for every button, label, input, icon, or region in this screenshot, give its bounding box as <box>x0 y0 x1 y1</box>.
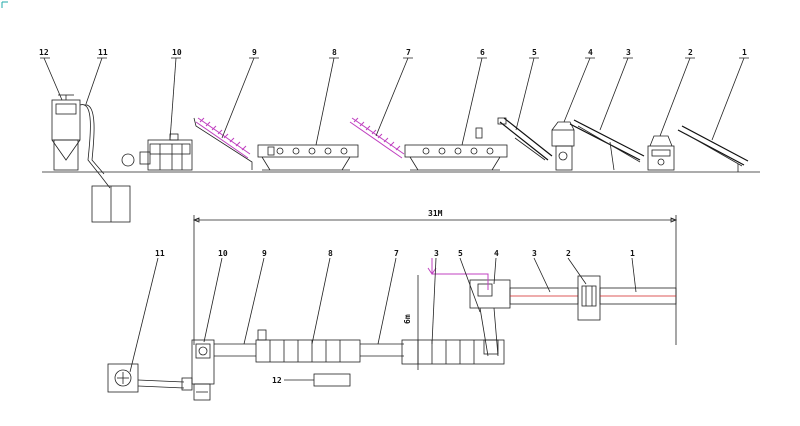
plan-label-3a: 3 <box>434 249 439 258</box>
plan-view: 31M 6m <box>107 209 678 401</box>
dim-width-label: 6m <box>403 314 412 324</box>
machine-2-shredder <box>647 135 675 171</box>
elev-label-8: 8 <box>332 48 337 57</box>
elev-label-4: 4 <box>588 48 593 57</box>
plan-shredder <box>577 275 601 321</box>
plan-silo <box>107 363 193 393</box>
machine-8-wash-tank <box>257 144 359 171</box>
plan-belt-conveyor-1 <box>599 287 677 305</box>
machine-10-dryer <box>139 133 193 171</box>
plan-crusher <box>427 258 511 357</box>
blower <box>121 153 135 167</box>
plan-box-12 <box>313 373 351 387</box>
plan-label-10: 10 <box>218 249 228 258</box>
elev-label-3: 3 <box>626 48 631 57</box>
elev-label-1: 1 <box>742 48 747 57</box>
elevation-view: 12 11 10 9 8 7 6 5 4 3 2 1 <box>39 48 760 223</box>
machine-7-screw-conveyor <box>349 117 405 159</box>
elev-label-9: 9 <box>252 48 257 57</box>
plan-label-11: 11 <box>155 249 165 258</box>
dimension-31m: 31M <box>192 209 678 345</box>
plan-screw-9 <box>214 343 256 357</box>
elev-label-10: 10 <box>172 48 182 57</box>
machine-1-belt-conveyor <box>677 125 749 172</box>
elev-label-12: 12 <box>39 48 49 57</box>
plan-label-1: 1 <box>630 249 635 258</box>
plan-leaders <box>129 257 637 381</box>
plan-label-2: 2 <box>566 249 571 258</box>
elev-label-11: 11 <box>98 48 108 57</box>
plan-label-8: 8 <box>328 249 333 258</box>
elev-label-6: 6 <box>480 48 485 57</box>
machine-5-conveyor <box>497 117 553 161</box>
machine-11-duct <box>79 104 111 189</box>
machine-4-crusher <box>551 121 575 171</box>
machine-9-screw-conveyor <box>193 117 253 170</box>
plan-screw-7 <box>360 343 404 357</box>
plan-label-9: 9 <box>262 249 267 258</box>
machine-3-belt-conveyor <box>569 119 645 171</box>
plan-label-12: 12 <box>272 376 282 385</box>
plan-label-4: 4 <box>494 249 499 258</box>
plan-label-3: 3 <box>532 249 537 258</box>
dimension-6m: 6m <box>403 275 419 370</box>
elevation-leaders <box>40 57 749 146</box>
plan-label-5: 5 <box>458 249 463 258</box>
elev-label-7: 7 <box>406 48 411 57</box>
machine-6-wash-tank <box>404 127 508 171</box>
plan-tank-8 <box>255 329 361 363</box>
plan-tank-6 <box>401 339 505 365</box>
plan-dryer <box>191 339 215 401</box>
plan-label-7: 7 <box>394 249 399 258</box>
elev-label-5: 5 <box>532 48 537 57</box>
elev-label-2: 2 <box>688 48 693 57</box>
machine-12-silo <box>51 94 81 171</box>
dim-length-label: 31M <box>428 209 443 218</box>
plan-belt-conveyor-3 <box>509 287 579 305</box>
